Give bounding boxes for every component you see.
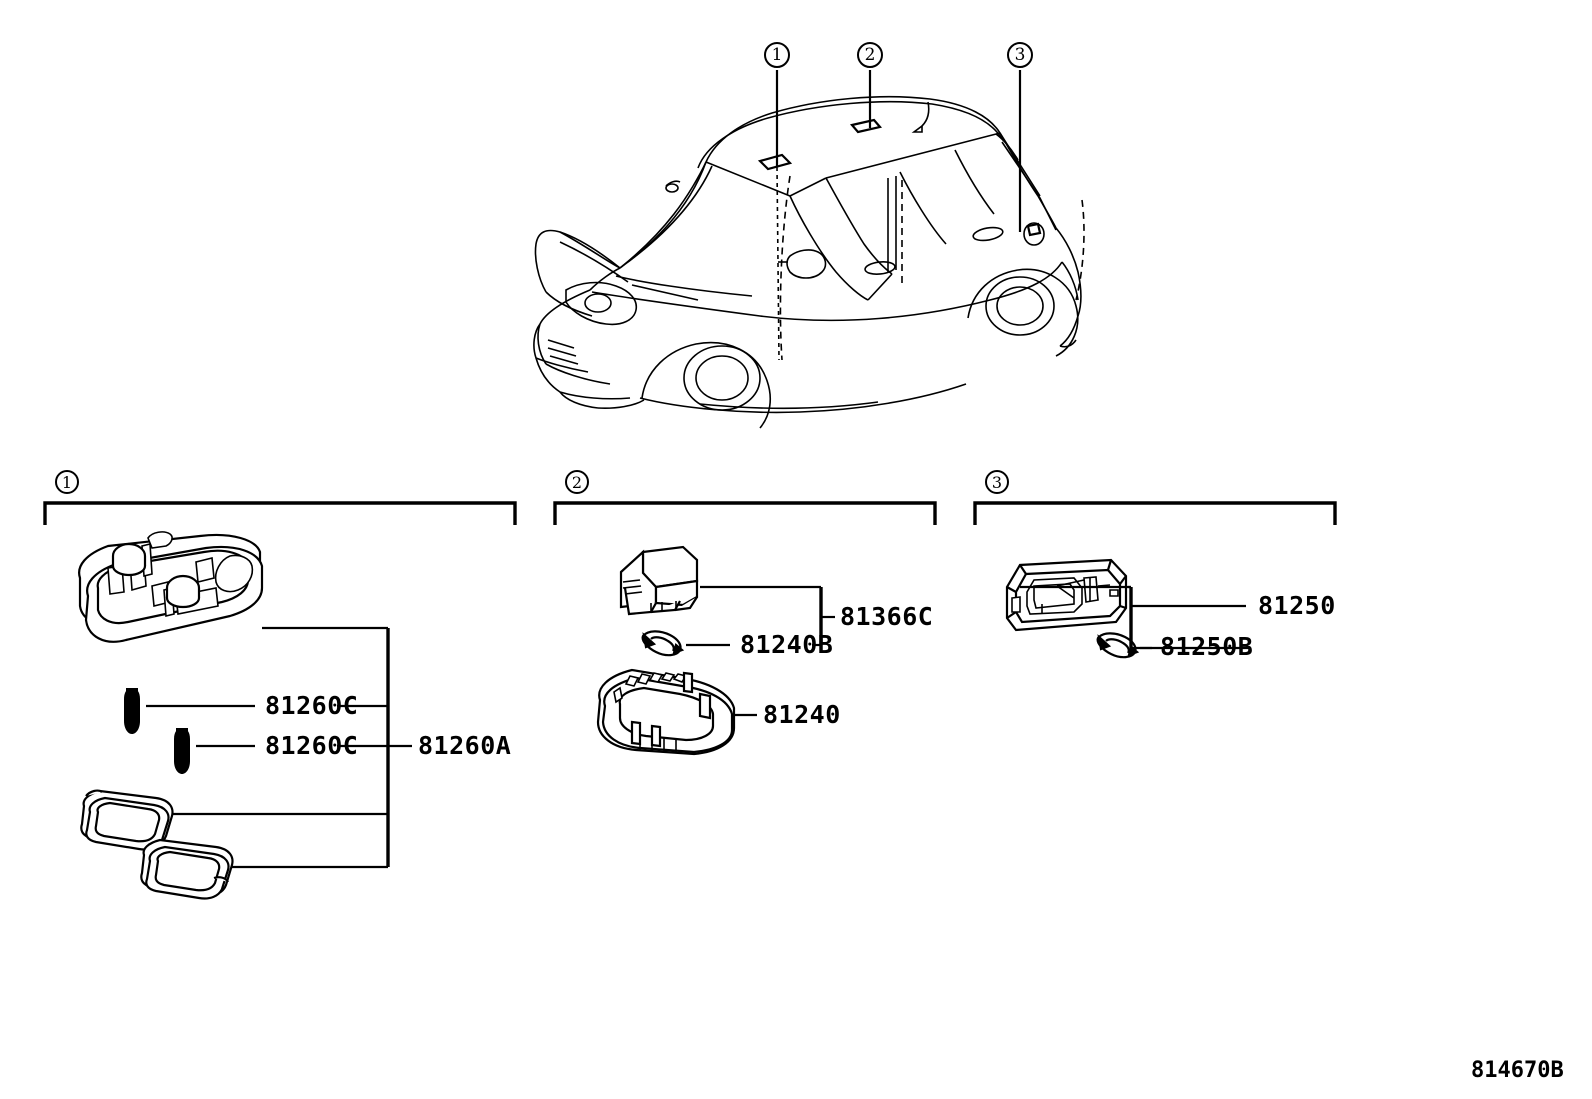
section-1-leader-lines bbox=[146, 626, 412, 869]
part-personal-lamp-switch bbox=[619, 545, 699, 616]
vehicle-callout-1-number: 1 bbox=[771, 45, 783, 65]
bracket-section-3 bbox=[973, 501, 1337, 525]
bracket-section-2 bbox=[553, 501, 937, 525]
bracket-section-1 bbox=[43, 501, 517, 525]
label-81240B: 81240B bbox=[740, 630, 834, 659]
vehicle-callout-1[interactable]: 1 bbox=[764, 42, 790, 68]
section-2-number-badge: 2 bbox=[565, 470, 589, 494]
section-1-number-badge: 1 bbox=[55, 470, 79, 494]
section-3-leader-lines bbox=[1020, 585, 1249, 650]
part-luggage-room-lamp bbox=[1005, 558, 1128, 632]
section-2-number: 2 bbox=[571, 472, 583, 492]
vehicle-callout-2[interactable]: 2 bbox=[857, 42, 883, 68]
drawing-number: 814670B bbox=[1471, 1058, 1564, 1083]
part-festoon-bulb-81240B bbox=[641, 630, 685, 657]
label-81366C: 81366C bbox=[840, 602, 934, 631]
leader-dash-callout-1 bbox=[776, 166, 780, 361]
label-81250: 81250 bbox=[1258, 591, 1336, 620]
part-lens-covers bbox=[80, 789, 234, 900]
vehicle-callout-3[interactable]: 3 bbox=[1007, 42, 1033, 68]
label-81260A: 81260A bbox=[418, 731, 512, 760]
section-2-leader-lines bbox=[686, 585, 835, 717]
label-81240: 81240 bbox=[763, 700, 841, 729]
section-3-number: 3 bbox=[991, 472, 1003, 492]
section-1-number: 1 bbox=[61, 472, 73, 492]
label-81260C-lower: 81260C bbox=[265, 731, 359, 760]
section-3-number-badge: 3 bbox=[985, 470, 1009, 494]
label-81250B: 81250B bbox=[1160, 632, 1254, 661]
part-dome-lamp-assembly bbox=[78, 531, 264, 643]
part-festoon-bulb-81250B bbox=[1096, 632, 1140, 659]
part-bulb-lower bbox=[174, 728, 190, 774]
part-bulb-upper bbox=[124, 688, 140, 734]
label-81260C-upper: 81260C bbox=[265, 691, 359, 720]
vehicle-callout-3-number: 3 bbox=[1014, 45, 1026, 65]
vehicle-callout-2-number: 2 bbox=[864, 45, 876, 65]
part-personal-lamp-housing bbox=[596, 668, 736, 756]
